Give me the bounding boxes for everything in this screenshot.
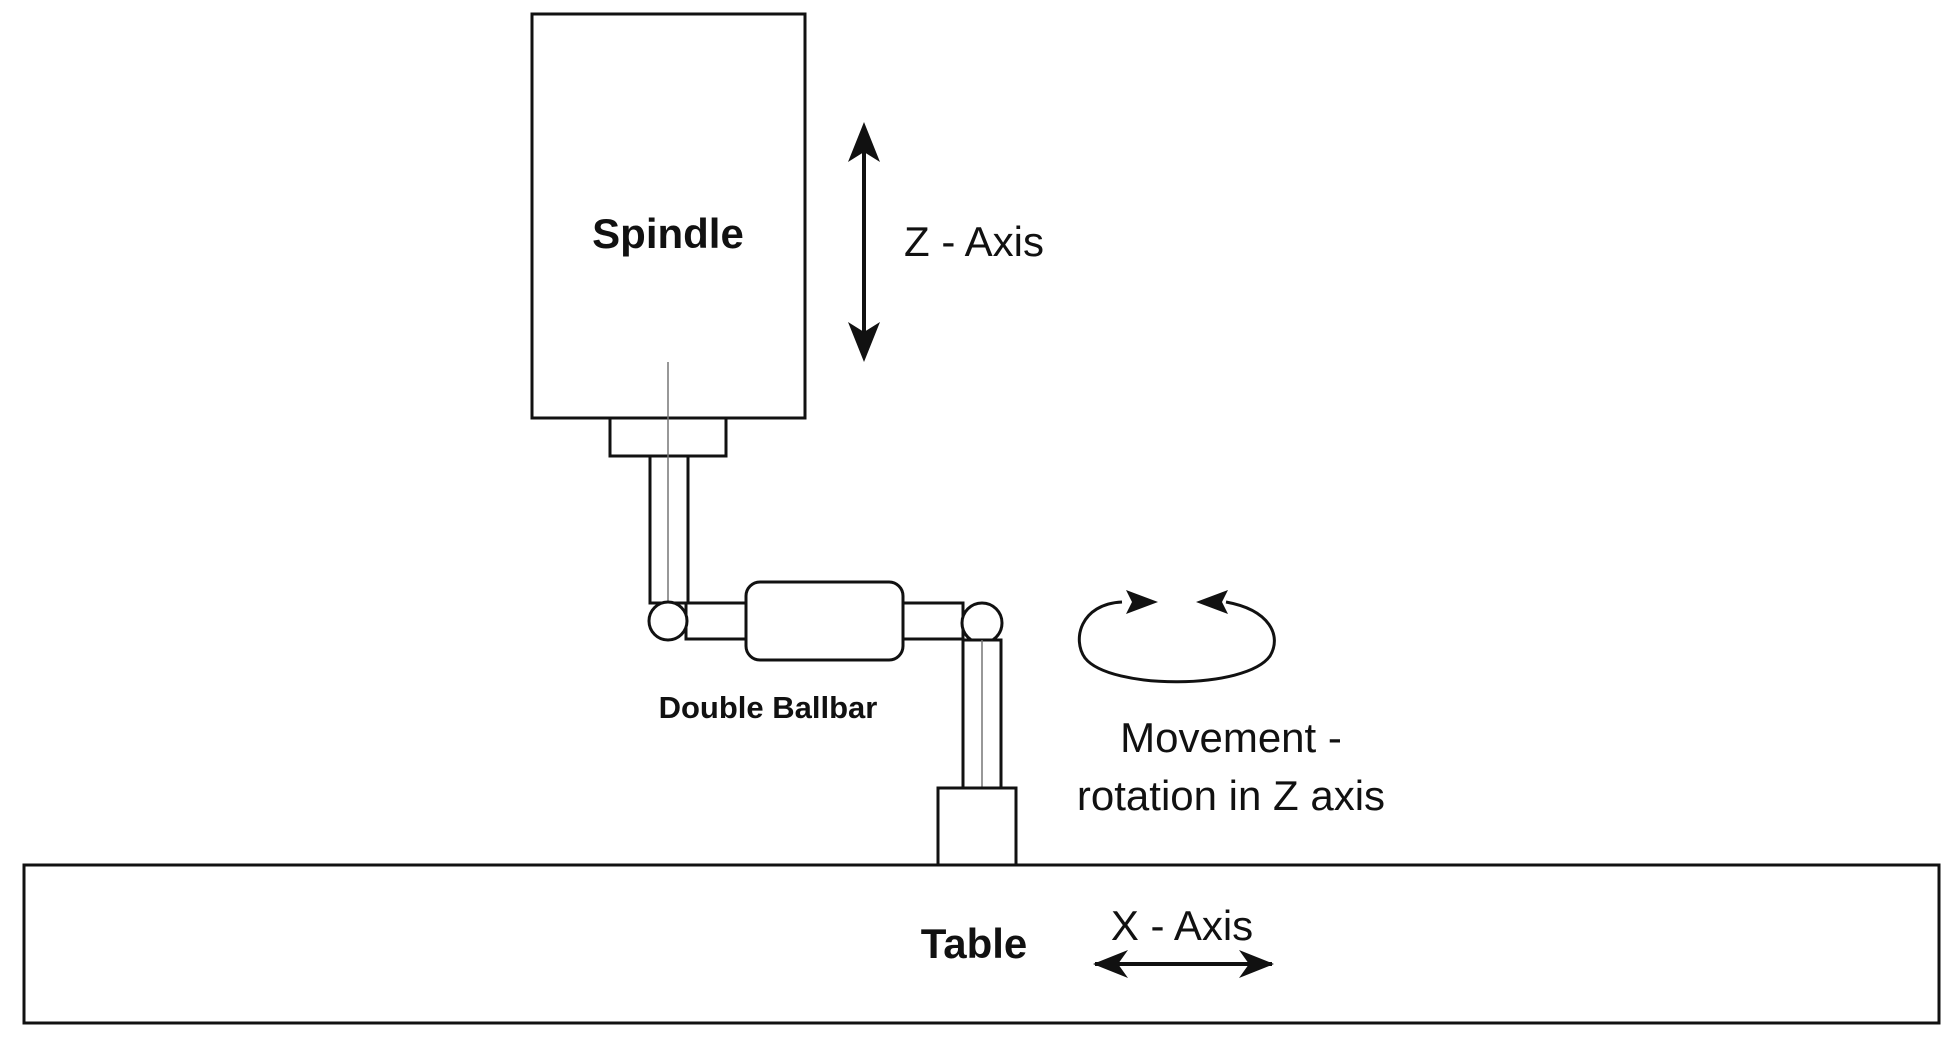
x-axis-arrowhead-right <box>1239 950 1274 978</box>
rotation-arrowhead-left <box>1126 590 1158 614</box>
z-axis-label: Z - Axis <box>904 218 1044 265</box>
z-axis-arrowhead-top <box>848 122 880 162</box>
movement-label-line2: rotation in Z axis <box>1077 772 1385 819</box>
ballbar-body <box>744 580 905 662</box>
table-label: Table <box>921 920 1028 967</box>
tool-shank <box>648 454 690 605</box>
spindle-body <box>530 12 807 420</box>
ballbar-left-rod <box>684 601 750 641</box>
ballbar-right-ball <box>960 601 1004 645</box>
ballbar-right-rod <box>901 601 965 641</box>
x-axis-arrowhead-left <box>1093 950 1128 978</box>
spindle-label: Spindle <box>592 210 744 257</box>
rotation-arrow <box>1077 600 1276 684</box>
table-block <box>22 863 1941 1025</box>
double-ballbar-label: Double Ballbar <box>659 690 878 725</box>
table-mount <box>936 786 1018 867</box>
x-axis-label: X - Axis <box>1111 902 1253 949</box>
ballbar-left-ball <box>647 600 689 642</box>
rotation-arrowhead-right <box>1196 590 1228 614</box>
movement-label-line1: Movement - <box>1120 714 1342 761</box>
z-axis-arrowhead-bottom <box>848 322 880 362</box>
